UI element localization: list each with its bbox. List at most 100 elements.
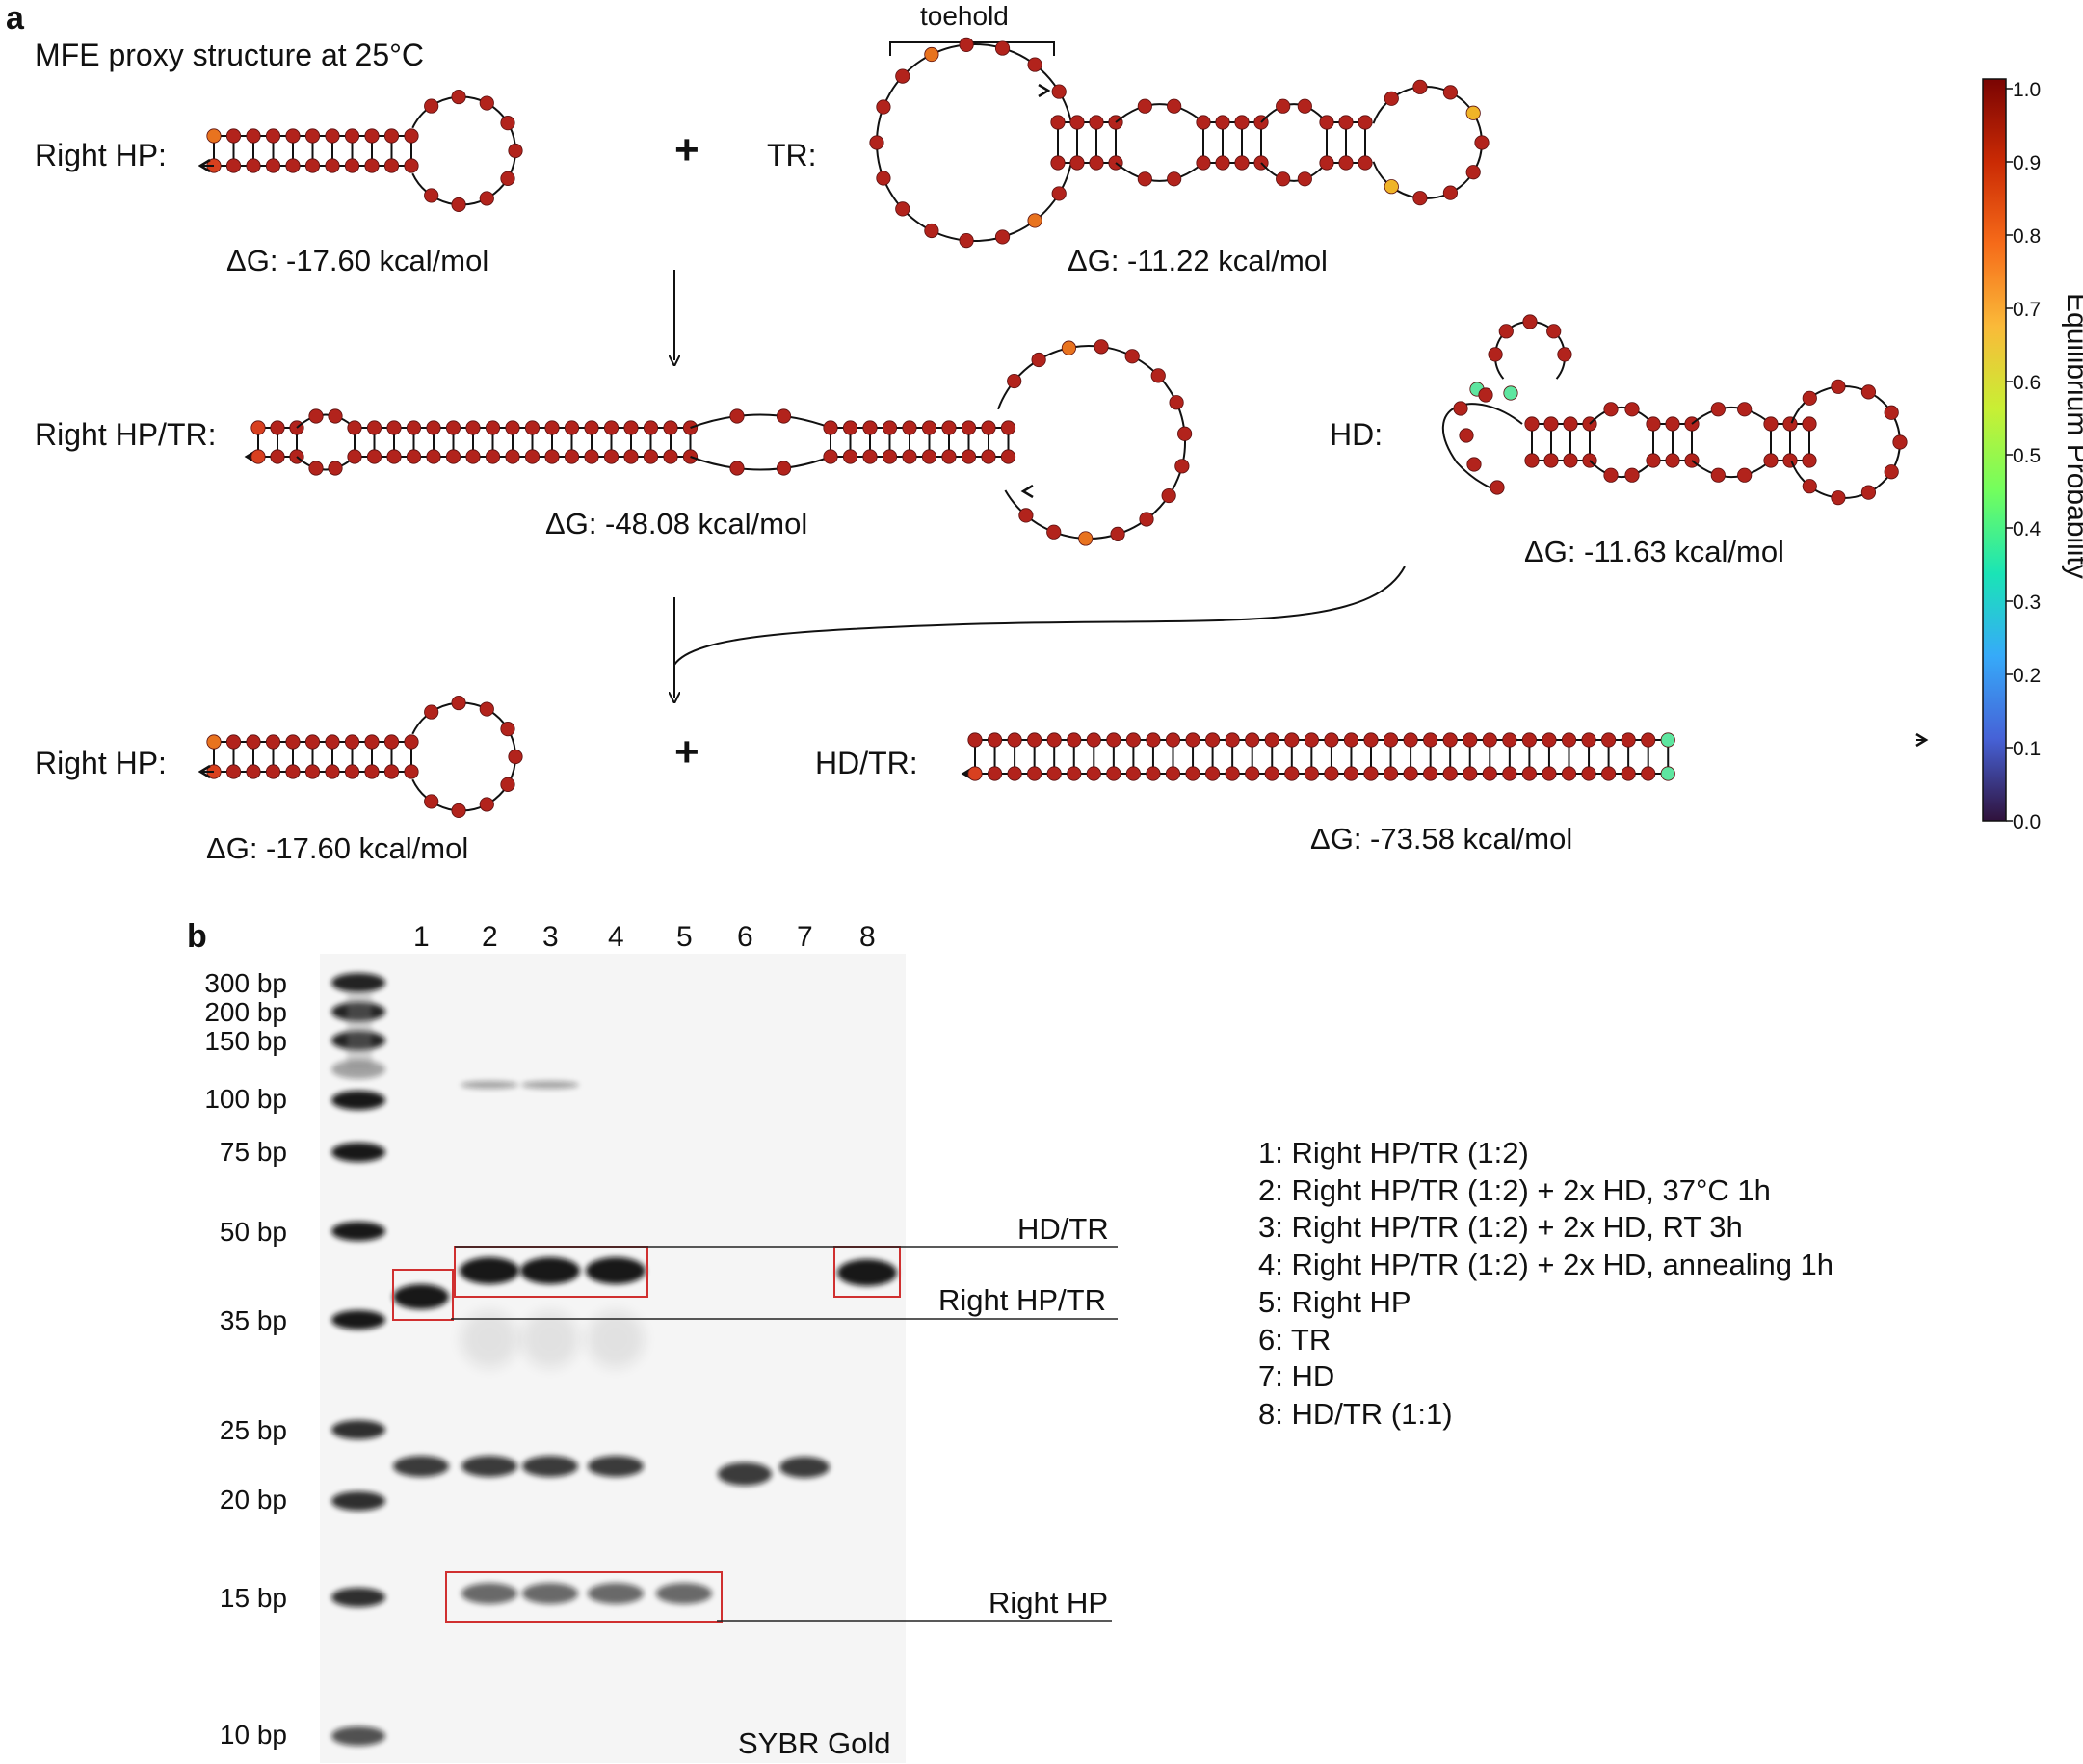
nucleotide	[1502, 766, 1517, 781]
nucleotide	[1542, 766, 1557, 781]
nucleotide	[1225, 732, 1240, 748]
nucleotide	[1503, 385, 1518, 401]
nucleotide	[1304, 732, 1319, 748]
nucleotide	[1343, 766, 1359, 781]
nucleotide	[1067, 766, 1082, 781]
nucleotide	[1641, 766, 1656, 781]
colorbar-tick-label: 0.8	[2013, 225, 2041, 248]
nucleotide	[1046, 732, 1062, 748]
nucleotide	[1051, 84, 1067, 99]
nucleotide	[406, 449, 422, 464]
legend-item: 8: HD/TR (1:1)	[1258, 1396, 1453, 1431]
nucleotide	[1284, 732, 1300, 748]
nucleotide	[347, 449, 362, 464]
nucleotide	[1185, 766, 1200, 781]
nucleotide	[1601, 732, 1617, 748]
nucleotide	[862, 420, 878, 435]
nucleotide	[1061, 340, 1077, 355]
ladder-band	[331, 1588, 385, 1607]
nucleotide	[921, 449, 937, 464]
gel-bands	[331, 973, 897, 1746]
nucleotide	[285, 128, 301, 144]
nucleotide	[1603, 467, 1619, 483]
nucleotide	[524, 449, 541, 464]
nucleotide	[776, 461, 792, 476]
nucleotide	[1358, 155, 1373, 171]
nucleotide	[1363, 732, 1379, 748]
nucleotide	[967, 732, 983, 748]
nucleotide	[961, 420, 977, 435]
nucleotide	[1363, 766, 1379, 781]
nucleotide	[1802, 453, 1817, 468]
nucleotide	[206, 128, 222, 144]
label-right-hp-top: Right HP:	[35, 138, 167, 172]
nucleotide	[246, 764, 261, 779]
panel-a-letter: a	[6, 0, 25, 37]
nucleotide	[729, 461, 745, 476]
colorbar-tick-label: 1.0	[2013, 79, 2041, 101]
nucleotide	[285, 734, 301, 750]
nucleotide	[424, 98, 439, 114]
internal-loop	[1589, 460, 1654, 479]
lane-number: 3	[542, 921, 559, 953]
nucleotide	[386, 449, 402, 464]
nucleotide	[1150, 368, 1166, 383]
nucleotide	[1737, 402, 1753, 417]
nucleotide	[1215, 155, 1230, 171]
nucleotide	[1234, 155, 1250, 171]
nucleotide	[1665, 453, 1680, 468]
nucleotide	[246, 128, 261, 144]
nucleotide	[386, 420, 402, 435]
panel-a-subtitle: MFE proxy structure at 25°C	[35, 38, 424, 72]
nucleotide	[206, 734, 222, 750]
nucleotide	[1276, 171, 1291, 187]
nucleotide	[1051, 186, 1067, 201]
nucleotide	[882, 449, 898, 464]
nucleotide	[1069, 155, 1085, 171]
lane-number: 8	[859, 921, 876, 953]
nucleotide	[1000, 449, 1016, 464]
internal-loop	[1115, 103, 1204, 123]
nucleotide	[1196, 155, 1211, 171]
plus-sign-bottom: +	[674, 728, 699, 776]
nucleotide	[445, 449, 461, 464]
ladder-band	[331, 1310, 385, 1330]
colorbar-tick-label: 0.9	[2013, 152, 2041, 174]
nucleotide	[505, 449, 520, 464]
nucleotide	[451, 695, 466, 711]
label-hd: HD:	[1330, 417, 1383, 452]
nucleotide	[1498, 324, 1514, 339]
band-smear	[587, 1310, 645, 1368]
loop-backbone	[411, 95, 516, 206]
nucleotide	[325, 734, 340, 750]
nucleotide	[994, 229, 1011, 245]
nucleotide	[366, 420, 382, 435]
label-hd-tr: HD/TR:	[815, 746, 918, 780]
nucleotide	[246, 734, 261, 750]
strand-end-arrow	[1915, 732, 1929, 748]
nucleotide	[406, 420, 422, 435]
nucleotide	[1319, 155, 1334, 171]
internal-loop	[1260, 162, 1328, 182]
nucleotide	[1264, 766, 1279, 781]
nucleotide	[1383, 732, 1399, 748]
nucleotide	[1343, 732, 1359, 748]
nucleotide	[325, 764, 340, 779]
nucleotide	[1543, 453, 1559, 468]
ladder-band	[331, 973, 385, 992]
nucleotide	[424, 704, 439, 720]
nucleotide	[479, 95, 494, 111]
colorbar-tick-label: 0.6	[2013, 372, 2041, 394]
nucleotide	[1860, 485, 1877, 500]
nucleotide	[465, 449, 481, 464]
internal-loop	[1691, 406, 1772, 425]
nucleotide	[485, 420, 501, 435]
colorbar-tick-label: 0.1	[2013, 738, 2041, 760]
nucleotide	[1403, 732, 1418, 748]
label-right-hp-bottom: Right HP:	[35, 746, 167, 780]
nucleotide	[1660, 766, 1675, 781]
nucleotide	[921, 420, 937, 435]
nucleotide	[1892, 434, 1908, 450]
nucleotide	[842, 420, 858, 435]
